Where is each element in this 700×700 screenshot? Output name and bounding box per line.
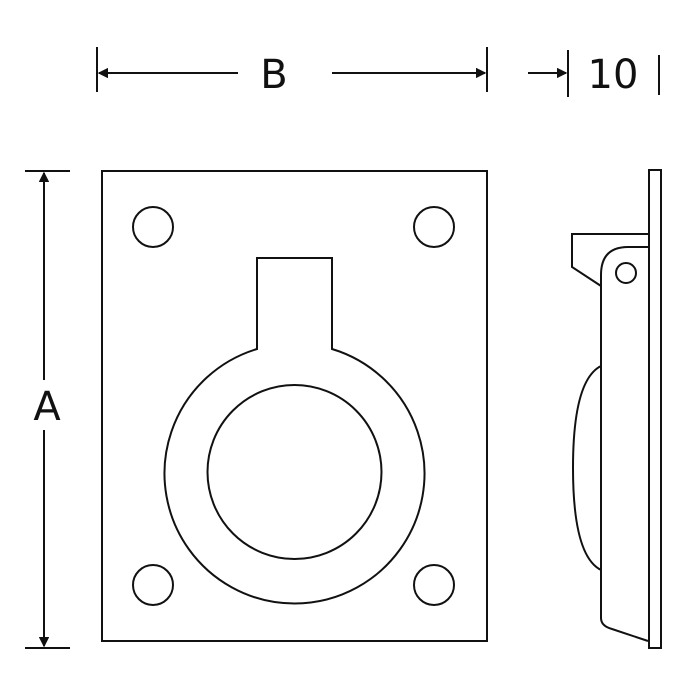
dimension-a: A bbox=[25, 170, 70, 649]
side-plate bbox=[648, 169, 662, 649]
ring-bulge bbox=[571, 365, 602, 571]
dimension-b: B bbox=[96, 47, 488, 98]
side-view bbox=[571, 169, 662, 649]
dimension-b-label: B bbox=[260, 52, 287, 98]
pull-ring-outline bbox=[163, 257, 426, 605]
pull-ring-inner bbox=[206, 384, 383, 560]
screw-hole bbox=[132, 564, 174, 606]
dimension-depth: 10 bbox=[528, 50, 660, 98]
hinge-pin bbox=[615, 262, 637, 284]
front-view bbox=[101, 170, 488, 642]
screw-hole bbox=[132, 206, 174, 248]
dimension-a-label: A bbox=[33, 384, 61, 430]
screw-hole bbox=[413, 206, 455, 248]
base-plate bbox=[101, 170, 488, 642]
hinge-bracket bbox=[571, 233, 648, 287]
screw-hole bbox=[413, 564, 455, 606]
ring-body bbox=[600, 246, 649, 642]
dimension-depth-label: 10 bbox=[588, 52, 639, 98]
